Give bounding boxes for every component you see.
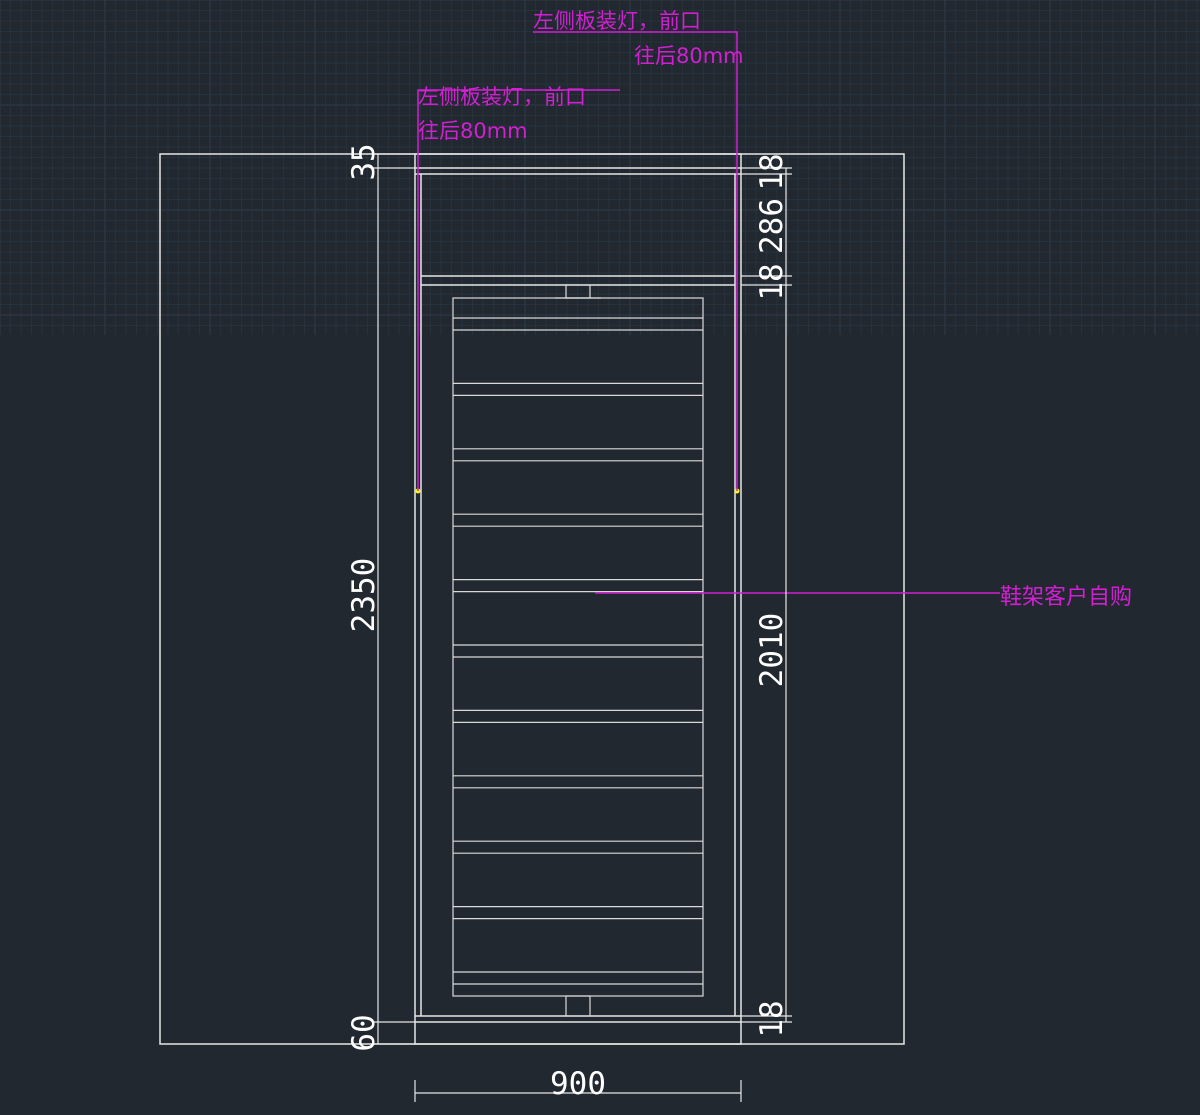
dim-width: 900: [550, 1066, 606, 1102]
light-note-right-line2: 往后80mm: [634, 44, 744, 68]
annotation-leaders: [417, 31, 1000, 594]
shoe-rack-top-bracket: [565, 284, 591, 299]
light-note-left-line2: 往后80mm: [418, 119, 528, 143]
dim-total-height: 2350: [346, 558, 382, 633]
dim-cabinet-space: 286: [754, 198, 790, 254]
shoe-rack-note: 鞋架客户自购: [1000, 585, 1132, 610]
shoe-rack-bottom-bracket: [565, 995, 591, 1017]
left-dimension-lines: [372, 153, 415, 1045]
shoe-rack-shelves: [453, 317, 703, 985]
dim-bottom-gap: 60: [346, 1014, 382, 1051]
dim-top-panel: 18: [754, 153, 790, 190]
width-dimension-lines: [414, 1080, 742, 1102]
right-light-leader: [533, 31, 738, 491]
dim-inner-height: 2010: [754, 613, 790, 688]
dim-bottom-panel: 18: [754, 1000, 790, 1037]
shoe-rack: [452, 284, 704, 1017]
shoe-rack-frame: [452, 297, 704, 997]
dim-shelf-panel: 18: [754, 263, 790, 300]
background-grid: [0, 0, 1200, 335]
wall-outline: [159, 153, 905, 1045]
left-light-leader: [417, 89, 620, 491]
light-note-left-line1: 左侧板装灯，前口: [418, 85, 586, 109]
cabinet-outer-frame: [414, 153, 742, 1045]
light-note-right-line1: 左侧板装灯，前口: [533, 9, 701, 33]
right-dimension-lines: [741, 167, 792, 1023]
cabinet: [414, 153, 742, 1045]
dim-top-gap: 35: [346, 143, 382, 180]
